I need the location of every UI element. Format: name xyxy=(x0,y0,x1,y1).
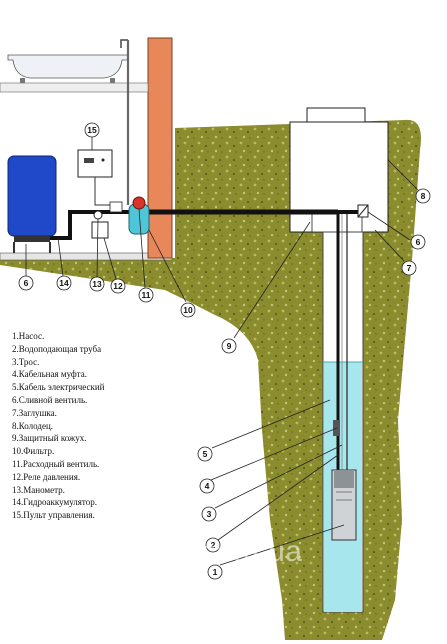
legend-item: 8.Колодец. xyxy=(12,420,54,431)
callouts: 6 14 13 12 11 10 15 9 6 7 8 5 4 3 2 1 xyxy=(18,122,431,580)
callout-13: 13 xyxy=(92,279,102,289)
callout-6-right: 6 xyxy=(416,237,421,247)
legend-item: 9.Защитный кожух. xyxy=(12,433,87,444)
callout-2: 2 xyxy=(211,540,216,550)
legend-item: 13.Манометр. xyxy=(12,484,65,495)
callout-12: 12 xyxy=(113,281,123,291)
bathtub-leg xyxy=(20,78,25,83)
callout-9: 9 xyxy=(227,341,232,351)
pump-top xyxy=(334,470,354,488)
legend-item: 10.Фильтр. xyxy=(12,446,55,457)
callout-4: 4 xyxy=(205,481,210,491)
manometer xyxy=(93,210,103,220)
bathtub xyxy=(7,54,129,79)
legend-item: 14.Гидроаккумулятор. xyxy=(12,497,97,508)
legend-item: 6.Сливной вентиль. xyxy=(12,394,88,405)
callout-8: 8 xyxy=(421,191,426,201)
bathtub-leg xyxy=(110,78,115,83)
legend-item: 7.Заглушка. xyxy=(12,407,57,418)
soil xyxy=(0,119,421,641)
callout-10: 10 xyxy=(183,305,193,315)
watermark: gidrotehnka.com.ua xyxy=(30,535,303,568)
legend-item: 12.Реле давления. xyxy=(12,471,81,482)
pressure-switch xyxy=(91,221,109,239)
accumulator-tank xyxy=(7,155,57,237)
legend-item: 3.Трос. xyxy=(12,356,40,367)
legend-item: 2.Водоподающая труба xyxy=(12,343,102,354)
house-wall xyxy=(147,37,173,259)
relay-body xyxy=(109,201,123,213)
tank-stand xyxy=(14,236,50,242)
legend-item: 1.Насос. xyxy=(12,331,45,341)
callout-3: 3 xyxy=(207,509,212,519)
legend-item: 5.Кабель электрический xyxy=(12,382,105,393)
upper-floor xyxy=(0,82,149,93)
callout-6-left: 6 xyxy=(24,278,29,288)
control-panel xyxy=(77,149,113,178)
well-cap-top xyxy=(306,107,366,123)
callout-1: 1 xyxy=(213,567,218,577)
legend: 1.Насос. 2.Водоподающая труба 3.Трос. 4.… xyxy=(12,330,104,522)
callout-5: 5 xyxy=(203,449,208,459)
callout-7: 7 xyxy=(407,263,412,273)
legend-item: 4.Кабельная муфта. xyxy=(12,369,87,380)
legend-item: 15.Пульт управления. xyxy=(12,510,95,521)
faucet xyxy=(120,39,128,48)
callout-15: 15 xyxy=(87,125,97,135)
legend-item: 11.Расходный вентиль. xyxy=(12,458,100,469)
consumption-valve xyxy=(132,196,146,210)
callout-14: 14 xyxy=(59,278,69,288)
callout-11: 11 xyxy=(142,290,151,300)
